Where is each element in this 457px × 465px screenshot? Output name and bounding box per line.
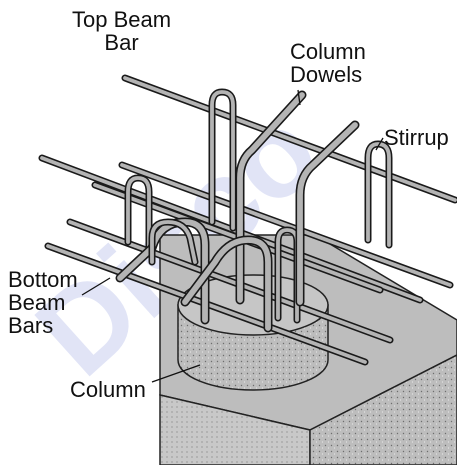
top-beam-bar-label: Top Beam Bar [72,7,172,56]
column-label: Column [70,377,146,402]
column-dowel [235,90,307,305]
stirrup [148,218,199,266]
top-beam-bar [118,161,454,289]
column-dowel [295,120,360,307]
stirrup [124,174,153,252]
bottom-beam-bars-label: Bottom Beam Bars [8,267,78,339]
stirrup [364,140,393,249]
top-beam-bar [121,74,457,204]
bottom-beam-bar [66,218,394,344]
leader-lines [81,89,384,383]
column-dowel [115,217,210,325]
column-dowel [180,235,273,333]
column-dowels-label: Column Dowels [290,39,366,88]
stirrup-label: Stirrup [384,125,449,150]
stirrup [208,88,237,232]
column-cylinder [177,274,329,391]
